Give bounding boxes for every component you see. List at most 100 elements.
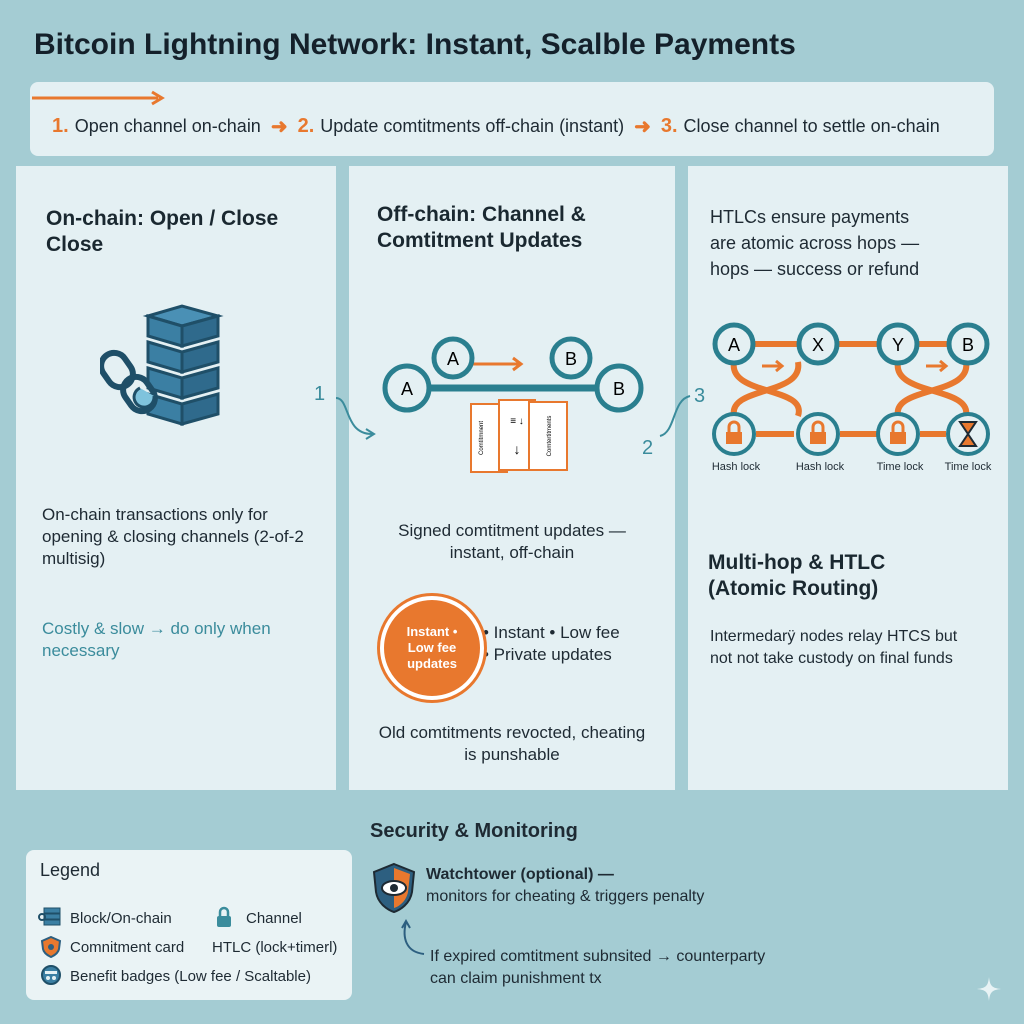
expired-line: If expired comtitment subnsited → counte…	[430, 948, 766, 965]
watchtower-text: monitors for cheating & triggers penalty	[426, 888, 705, 905]
steps-bar: 1. Open channel on-chain ➜ 2. Update com…	[30, 82, 994, 156]
panel-3-title: Multi-hop & HTLC (Atomic Routing)	[708, 550, 885, 602]
route-node-x	[796, 322, 840, 366]
route-node-y-label: Y	[892, 335, 904, 355]
watchtower-shield-icon	[372, 862, 416, 914]
down-arrow-icon: ↓	[514, 441, 521, 457]
node-a-label: A	[401, 379, 413, 399]
legend: Legend Block/On-chain Channel Comnitment…	[26, 850, 352, 1000]
legend-benefit-label: Benefit badges (Low fee / Scaltable)	[70, 968, 311, 985]
connector-2-3: 2 3	[642, 385, 705, 459]
intro-line: are atomic across hops —	[710, 233, 920, 253]
panel-on-chain: On-chain: Open / Close Close On-chain tr…	[16, 166, 336, 790]
panel-1-title: On-chain: Open / Close Close	[46, 206, 278, 258]
commitment-shield-icon	[40, 936, 62, 958]
panel-2-title: Off-chain: Channel & Comtitment Updates	[377, 202, 586, 254]
note-line: Old comtitments revocted, cheating	[378, 723, 646, 742]
panel-2-note: Old comtitments revocted, cheating is pu…	[349, 722, 675, 766]
panel-3-description: Intermedarÿ nodes relay HTCS but not not…	[710, 626, 957, 670]
description-line: instant, off-chain	[449, 543, 575, 562]
note-line: necessary	[42, 641, 120, 660]
bullet-line: • Private updates	[483, 645, 612, 664]
lock-icon	[217, 906, 231, 927]
badge-line: updates	[407, 656, 457, 671]
expired-commitment-text: If expired comtitment subnsited → counte…	[430, 946, 765, 990]
node-a-small-label: A	[447, 349, 459, 369]
arrow-right-icon: ➜	[634, 116, 651, 138]
panel-3-title-line: (Atomic Routing)	[708, 577, 879, 600]
route-node-a-label: A	[728, 335, 740, 355]
lock-label: Hash lock	[796, 461, 845, 473]
badge-line: Instant •	[406, 624, 458, 639]
node-b	[594, 363, 644, 413]
step-1-label: Open channel on-chain	[74, 116, 261, 136]
panel-1-description: On-chain transactions only for opening &…	[42, 504, 304, 570]
panel-off-chain: Off-chain: Channel & Comtitment Updates …	[349, 166, 675, 790]
step-1-number: 1.	[52, 115, 69, 137]
description-line: multisig)	[42, 549, 106, 568]
node-b-small	[549, 336, 593, 380]
panel-1-note: Costly & slow → do only when necessary	[42, 618, 271, 662]
note-line: is punshable	[464, 745, 560, 764]
panel-2-title-line: Comtitment Updates	[377, 229, 583, 252]
description-line: Signed comtitment updates —	[398, 521, 626, 540]
lock-label: Time lock	[877, 461, 924, 473]
note-line: Costly & slow → do only when	[42, 619, 271, 638]
node-b-label: B	[613, 379, 625, 399]
page-title: Bitcoin Lightning Network: Instant, Scal…	[34, 28, 796, 61]
intro-line: HTLCs ensure payments	[710, 207, 910, 227]
panel-2-title-line: Off-chain: Channel &	[377, 203, 586, 226]
card-right-text: Comtertitments	[547, 416, 553, 457]
bullet-line: • Instant • Low fee	[483, 623, 620, 642]
time-lock-icon	[876, 412, 920, 456]
panel-2-description: Signed comtitment updates — instant, off…	[349, 520, 675, 564]
intro-line: hops — success or refund	[710, 259, 920, 279]
expired-line: can claim punishment tx	[430, 970, 602, 987]
flow-arrow-icon	[32, 90, 165, 106]
commitment-card-icon: Comtitmnent Comtertitments ≡ ↓ ↓	[470, 399, 568, 473]
hash-lock-icon	[712, 412, 756, 456]
card-symbols-icon: ≡ ↓	[510, 416, 524, 427]
route-node-b	[946, 322, 990, 366]
channel-diagram: Comtitmnent Comtertitments ≡ ↓ ↓ A B A B	[382, 336, 644, 473]
block-icon	[38, 907, 61, 926]
panel-3-title-line: Multi-hop & HTLC	[708, 551, 886, 574]
description-line: Intermedarÿ nodes relay HTCS but	[710, 628, 958, 645]
badge-line: Low fee	[407, 640, 457, 655]
panel-multi-hop: HTLCs ensure payments are atomic across …	[688, 166, 1008, 790]
hash-lock-icon	[796, 412, 840, 456]
curved-arrow-icon	[401, 918, 425, 955]
legend-title: Legend	[40, 860, 101, 880]
panel-3-intro: HTLCs ensure payments are atomic across …	[710, 204, 919, 282]
connector-2-number: 2	[642, 437, 653, 459]
lock-label: Hash lock	[712, 461, 761, 473]
security-title: Security & Monitoring	[370, 820, 578, 842]
sparkle-icon	[977, 977, 1001, 1001]
benefit-badge-icon	[41, 965, 61, 985]
legend-channel-label: Channel	[246, 910, 302, 927]
panel-1-title-line: On-chain: Open / Close	[46, 207, 279, 230]
hourglass-icon	[946, 412, 990, 456]
route-node-a	[712, 322, 756, 366]
card-left-text: Comtitmnent	[479, 421, 485, 455]
node-a	[382, 363, 432, 413]
watchtower-title: Watchtower (optional) —	[426, 866, 614, 883]
step-3-label: Close channel to settle on-chain	[683, 116, 940, 136]
legend-htlc-label: HTLC (lock+timerl)	[212, 939, 338, 956]
connector-3-number: 3	[694, 385, 705, 407]
legend-block-label: Block/On-chain	[70, 910, 172, 927]
route-node-x-label: X	[812, 335, 824, 355]
step-2-number: 2.	[297, 115, 315, 137]
connector-1: 1	[314, 383, 376, 440]
description-line: not not take custody on final funds	[710, 650, 953, 667]
blockchain-icon	[100, 304, 224, 427]
steps-row: 1. Open channel on-chain ➜ 2. Update com…	[52, 114, 940, 139]
connector-1-number: 1	[314, 383, 325, 405]
benefit-bullets: • Instant • Low fee • Private updates	[483, 622, 620, 666]
htlc-route-diagram: A X Y B Hash lock Hash	[712, 322, 992, 473]
legend-commitment-label: Comnitment card	[70, 939, 185, 956]
panel-1-title-line: Close	[46, 233, 104, 256]
node-b-small-label: B	[565, 349, 577, 369]
arrow-right-icon: ➜	[270, 116, 288, 138]
step-2-label: Update comtitments off-chain (instant)	[320, 116, 625, 136]
